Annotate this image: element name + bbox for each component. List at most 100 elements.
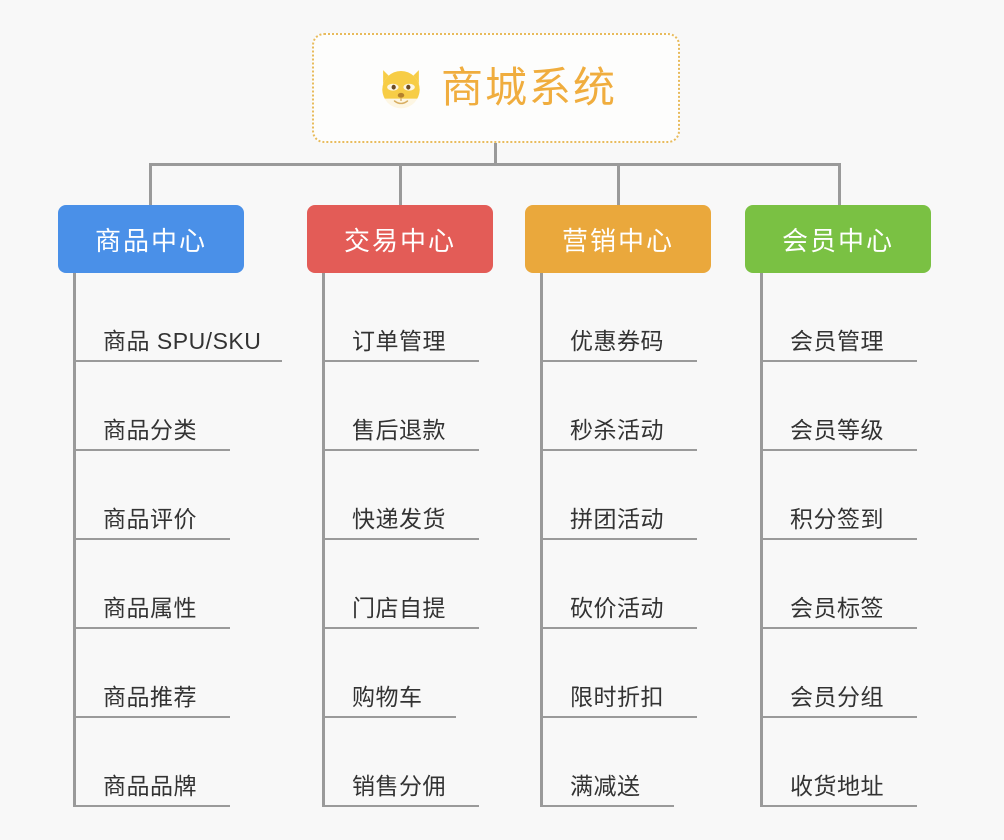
leaf-label: 订单管理 bbox=[352, 328, 446, 354]
leaf-label: 商品 SPU/SKU bbox=[103, 328, 262, 354]
leaf-label: 门店自提 bbox=[352, 595, 446, 621]
leaf-label: 秒杀活动 bbox=[570, 417, 664, 443]
leaf-item[interactable]: 订单管理 bbox=[322, 273, 479, 362]
leaf-underline bbox=[73, 716, 230, 718]
leaf-underline bbox=[540, 805, 674, 807]
connector-horizontal-bus bbox=[149, 163, 841, 166]
leaf-label: 商品品牌 bbox=[103, 773, 197, 799]
leaf-underline bbox=[540, 538, 697, 540]
leaf-column-4: 会员管理 会员等级 积分签到 会员标签 会员分组 收货地址 bbox=[760, 273, 917, 807]
leaf-spine-2 bbox=[322, 273, 325, 807]
branch-node-2[interactable]: 交易中心 bbox=[307, 205, 493, 273]
leaf-underline bbox=[760, 538, 917, 540]
leaf-item[interactable]: 商品 SPU/SKU bbox=[73, 273, 282, 362]
branch-label-4: 会员中心 bbox=[781, 225, 894, 256]
root-node[interactable]: 商城系统 bbox=[312, 33, 680, 143]
leaf-underline bbox=[540, 627, 697, 629]
leaf-underline bbox=[760, 360, 917, 362]
leaf-label: 购物车 bbox=[352, 684, 423, 710]
leaf-label: 销售分佣 bbox=[352, 773, 446, 799]
leaf-underline bbox=[322, 449, 479, 451]
leaf-underline bbox=[73, 360, 282, 362]
leaf-item[interactable]: 会员管理 bbox=[760, 273, 917, 362]
leaf-underline bbox=[73, 449, 230, 451]
leaf-item[interactable]: 门店自提 bbox=[322, 540, 479, 629]
leaf-item[interactable]: 收货地址 bbox=[760, 718, 917, 807]
leaf-underline bbox=[760, 805, 917, 807]
leaf-underline bbox=[760, 716, 917, 718]
leaf-underline bbox=[322, 716, 456, 718]
leaf-item[interactable]: 商品品牌 bbox=[73, 718, 261, 807]
leaf-item[interactable]: 商品评价 bbox=[73, 451, 261, 540]
connector-drop-branch-3 bbox=[617, 163, 620, 206]
leaf-item[interactable]: 砍价活动 bbox=[540, 540, 697, 629]
leaf-label: 商品属性 bbox=[103, 595, 197, 621]
leaf-underline bbox=[540, 360, 697, 362]
leaf-label: 会员标签 bbox=[790, 595, 884, 621]
leaf-underline bbox=[540, 716, 697, 718]
leaf-underline bbox=[322, 360, 479, 362]
leaf-label: 会员管理 bbox=[790, 328, 884, 354]
branch-node-4[interactable]: 会员中心 bbox=[745, 205, 931, 273]
branch-label-1: 商品中心 bbox=[94, 225, 207, 256]
leaf-item[interactable]: 会员等级 bbox=[760, 362, 917, 451]
leaf-label: 优惠券码 bbox=[570, 328, 664, 354]
leaf-label: 会员等级 bbox=[790, 417, 884, 443]
leaf-underline bbox=[322, 627, 479, 629]
leaf-underline bbox=[73, 538, 230, 540]
leaf-underline bbox=[760, 449, 917, 451]
connector-drop-branch-2 bbox=[399, 163, 402, 206]
leaf-column-2: 订单管理 售后退款 快递发货 门店自提 购物车 销售分佣 bbox=[322, 273, 479, 807]
leaf-label: 限时折扣 bbox=[570, 684, 664, 710]
leaf-underline bbox=[322, 805, 479, 807]
leaf-label: 会员分组 bbox=[790, 684, 884, 710]
leaf-column-1: 商品 SPU/SKU 商品分类 商品评价 商品属性 商品推荐 商品品牌 bbox=[73, 273, 282, 807]
branch-label-2: 交易中心 bbox=[343, 225, 456, 256]
leaf-label: 商品评价 bbox=[103, 506, 197, 532]
leaf-underline bbox=[322, 538, 479, 540]
leaf-item[interactable]: 会员标签 bbox=[760, 540, 917, 629]
leaf-underline bbox=[540, 449, 697, 451]
leaf-item[interactable]: 优惠券码 bbox=[540, 273, 697, 362]
leaf-list-2: 订单管理 售后退款 快递发货 门店自提 购物车 销售分佣 bbox=[322, 273, 479, 807]
leaf-item[interactable]: 积分签到 bbox=[760, 451, 917, 540]
leaf-label: 收货地址 bbox=[790, 773, 884, 799]
leaf-label: 售后退款 bbox=[352, 417, 446, 443]
branch-label-3: 营销中心 bbox=[561, 225, 674, 256]
connector-drop-branch-4 bbox=[838, 163, 841, 206]
leaf-spine-3 bbox=[540, 273, 543, 807]
leaf-item[interactable]: 购物车 bbox=[322, 629, 456, 718]
leaf-underline bbox=[73, 627, 230, 629]
leaf-item[interactable]: 快递发货 bbox=[322, 451, 479, 540]
leaf-label: 商品分类 bbox=[103, 417, 197, 443]
leaf-item[interactable]: 秒杀活动 bbox=[540, 362, 697, 451]
leaf-item[interactable]: 拼团活动 bbox=[540, 451, 697, 540]
leaf-label: 砍价活动 bbox=[570, 595, 664, 621]
leaf-underline bbox=[760, 627, 917, 629]
leaf-item[interactable]: 销售分佣 bbox=[322, 718, 479, 807]
shiba-dog-face-icon bbox=[382, 70, 420, 109]
leaf-spine-4 bbox=[760, 273, 763, 807]
connector-drop-branch-1 bbox=[149, 163, 152, 206]
leaf-spine-1 bbox=[73, 273, 76, 807]
leaf-item[interactable]: 限时折扣 bbox=[540, 629, 697, 718]
branch-node-3[interactable]: 营销中心 bbox=[525, 205, 711, 273]
leaf-label: 满减送 bbox=[570, 773, 641, 799]
leaf-item[interactable]: 商品分类 bbox=[73, 362, 261, 451]
leaf-list-4: 会员管理 会员等级 积分签到 会员标签 会员分组 收货地址 bbox=[760, 273, 917, 807]
root-title: 商城系统 bbox=[440, 64, 617, 111]
leaf-item[interactable]: 满减送 bbox=[540, 718, 674, 807]
leaf-item[interactable]: 商品属性 bbox=[73, 540, 261, 629]
leaf-item[interactable]: 商品推荐 bbox=[73, 629, 261, 718]
leaf-label: 商品推荐 bbox=[103, 684, 197, 710]
leaf-label: 快递发货 bbox=[352, 506, 446, 532]
leaf-list-1: 商品 SPU/SKU 商品分类 商品评价 商品属性 商品推荐 商品品牌 bbox=[73, 273, 282, 807]
leaf-item[interactable]: 会员分组 bbox=[760, 629, 917, 718]
leaf-label: 拼团活动 bbox=[570, 506, 664, 532]
leaf-item[interactable]: 售后退款 bbox=[322, 362, 479, 451]
connector-root-stem bbox=[494, 143, 497, 165]
leaf-underline bbox=[73, 805, 230, 807]
leaf-list-3: 优惠券码 秒杀活动 拼团活动 砍价活动 限时折扣 满减送 bbox=[540, 273, 697, 807]
branch-node-1[interactable]: 商品中心 bbox=[58, 205, 244, 273]
